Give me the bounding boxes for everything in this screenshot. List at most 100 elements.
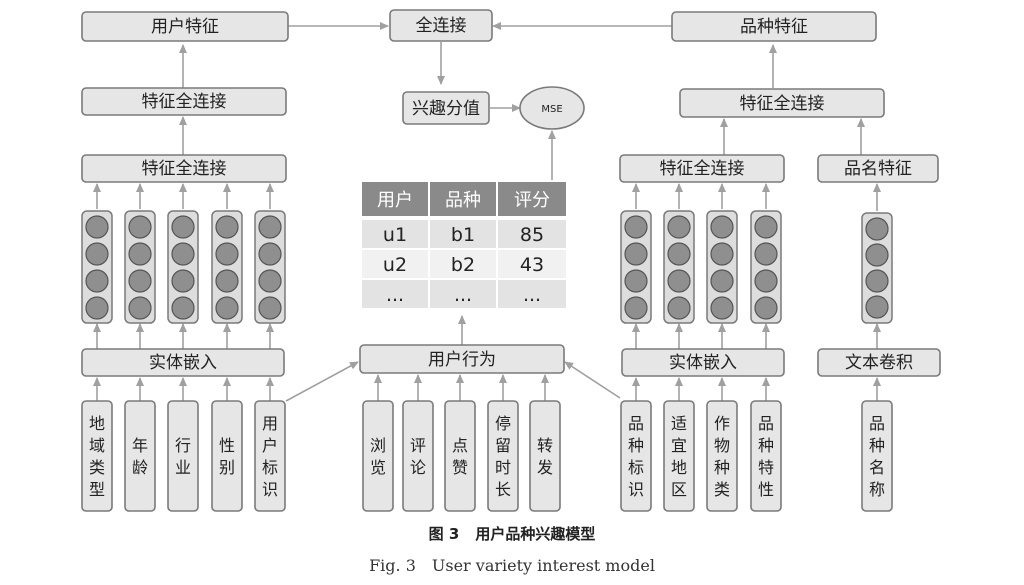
input-label-char: 域 [89,436,105,455]
neuron-node [171,215,195,239]
table-header-cell: 用户 [362,182,428,216]
svg-text:品种: 品种 [445,190,481,211]
input-label-char: 龄 [132,458,148,477]
neuron-node [258,296,282,320]
svg-text:文本卷积: 文本卷积 [845,353,913,373]
neuron-columns [81,210,893,324]
neuron-node [258,242,282,266]
input-label-char: 种 [714,458,730,477]
neuron-column [124,210,156,324]
input-box: 浏览 [362,400,394,512]
input-label-char: 型 [89,480,105,499]
input-box: 行业 [167,400,199,512]
neuron-node [624,242,648,266]
neuron-node [85,215,109,239]
svg-text:评分: 评分 [514,190,550,211]
node-name-feature: 品名特征 [817,154,939,183]
input-label-char: 区 [671,480,687,499]
neuron-node [215,296,239,320]
neuron-node [624,269,648,293]
neuron-node [865,243,889,267]
svg-text:全连接: 全连接 [416,16,467,36]
neuron-column [663,210,695,324]
neuron-column [620,210,652,324]
node-user-embed: 实体嵌入 [81,348,285,377]
node-user-fc-top: 特征全连接 [81,87,287,116]
input-label-char: 性 [758,480,774,499]
input-label-char: 长 [495,480,511,499]
input-label-char: 名 [869,458,885,477]
input-label-char: 标 [262,458,278,477]
input-label-char: 种 [869,436,885,455]
neuron-column [750,210,782,324]
neuron-node [710,269,734,293]
user-variety-interest-diagram: 用户特征 全连接 品种特征 特征全连接 兴趣分值 MSE 特征全连接 特征全连接… [81,9,941,512]
neuron-node [85,296,109,320]
input-label-char: 类 [714,480,730,499]
node-variety-embed: 实体嵌入 [621,348,785,377]
svg-text:特征全连接: 特征全连接 [740,94,825,114]
input-box: 年龄 [124,400,156,512]
neuron-node [85,242,109,266]
neuron-node [865,269,889,293]
neuron-node [171,296,195,320]
input-label-char: 宜 [671,436,687,455]
input-label-char: 品 [869,414,885,433]
svg-text:用户特征: 用户特征 [151,17,219,37]
neuron-node [215,215,239,239]
input-label-char: 识 [628,480,644,499]
input-label-char: 地 [671,458,687,477]
neuron-node [85,269,109,293]
neuron-node [171,242,195,266]
input-label-char: 评 [410,436,426,455]
input-boxes: 地域类型年龄行业性别用户标识浏览评论点赞停留时长转发品种标识适宜地区作物种类品种… [81,400,893,512]
input-label-char: 浏 [370,436,386,455]
node-mse: MSE [519,86,585,130]
neuron-node [865,295,889,319]
neuron-node [754,269,778,293]
input-label-char: 类 [89,458,105,477]
svg-text:特征全连接: 特征全连接 [660,159,745,179]
input-label-char: 作 [714,414,730,433]
node-user-feature: 用户特征 [81,11,289,42]
input-label-char: 停 [495,414,511,433]
neuron-node [258,215,282,239]
table-cell: b2 [451,254,475,276]
input-label-char: 特 [758,458,774,477]
input-label-char: 论 [410,458,426,477]
connectors [93,22,881,402]
neuron-column [211,210,243,324]
neuron-node [215,242,239,266]
neuron-column [254,210,286,324]
input-label-char: 用 [262,414,278,433]
svg-text:实体嵌入: 实体嵌入 [669,353,737,373]
input-label-char: 留 [495,436,511,455]
input-label-char: 标 [628,458,644,477]
table-cell: u2 [383,254,407,276]
input-label-char: 地 [89,414,105,433]
neuron-column-text [861,212,893,324]
neuron-node [128,242,152,266]
input-label-char: 时 [495,458,511,477]
node-variety-feature: 品种特征 [671,11,877,42]
neuron-node [667,269,691,293]
table-cell: ... [523,284,541,306]
node-text-conv: 文本卷积 [817,348,941,377]
node-variety-fc-top: 特征全连接 [679,88,885,118]
svg-text:兴趣分值: 兴趣分值 [412,99,480,119]
table-header-cell: 评分 [498,182,566,216]
table-cell: b1 [451,224,475,246]
input-label-char: 称 [869,480,885,499]
input-label-char: 识 [262,480,278,499]
